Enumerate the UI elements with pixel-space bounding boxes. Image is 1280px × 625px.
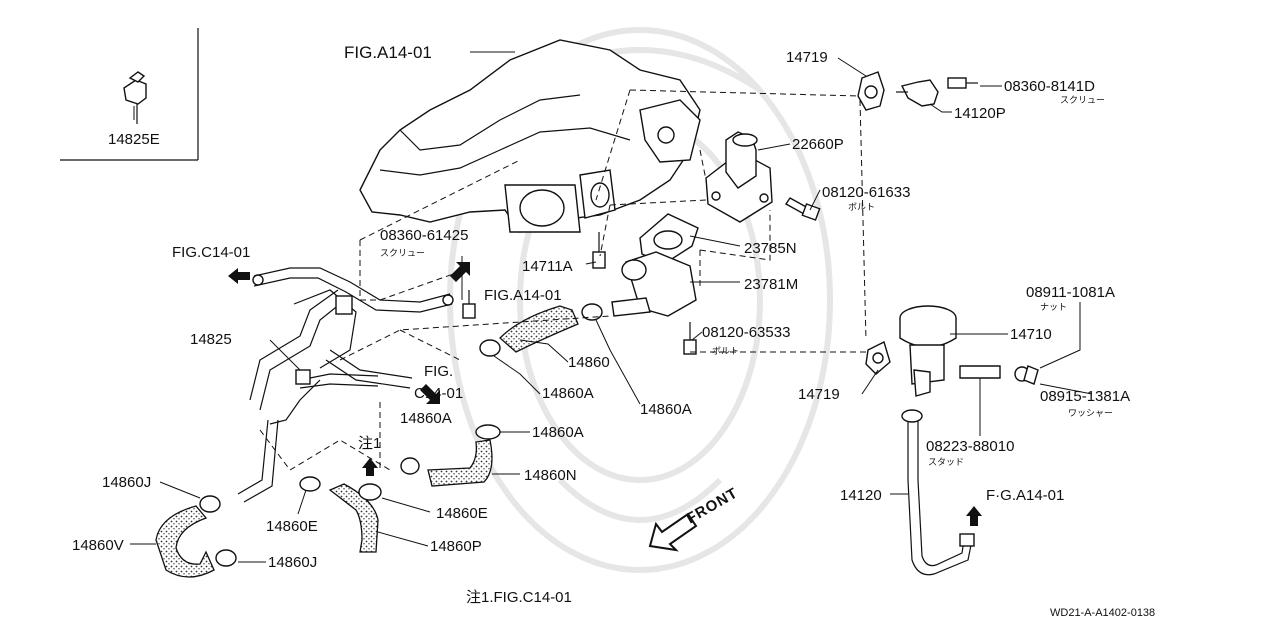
intake-manifold-part [359,39,701,233]
label-14860j-2: 14860J [268,554,317,571]
label-14120: 14120 [840,487,882,504]
arrow-up-icon [362,458,378,476]
label-bolt-jp-mid: ボルト [712,346,739,356]
label-08360-61425: 08360-61425 [380,227,468,244]
label-14719-top: 14719 [786,49,828,66]
gasket-23785n-part [639,213,699,265]
label-23781m: 23781M [744,276,798,293]
label-14860n: 14860N [524,467,577,484]
label-14860e-1: 14860E [436,505,488,522]
pipe-14120p-part [896,77,978,107]
bolt-08120-61633-part [784,197,821,221]
label-14825: 14825 [190,331,232,348]
gasket-14719-mid-part [865,341,891,375]
label-screw-jp-left: スクリュー [380,248,425,258]
label-fig-word: FIG. [424,363,453,380]
clamp-14860a-3-part [475,424,501,440]
arrow-down-right-icon [420,384,440,404]
label-14710: 14710 [1010,326,1052,343]
label-washer-jp: ワッシャー [1068,408,1113,418]
label-08223-88010: 08223-88010 [926,438,1014,455]
label-14860p: 14860P [430,538,482,555]
label-14860e-2: 14860E [266,518,318,535]
hose-14860-part [499,305,579,353]
label-14711a: 14711A [522,258,573,275]
label-c14-01: C14-01 [414,385,463,402]
arrow-up-2-icon [966,506,982,526]
clamp-14860j-2-part [215,549,237,567]
label-08120-61633: 08120-61633 [822,184,910,201]
clamp-14860e-2-part [358,483,382,501]
clamp-14860a-1-part [479,339,501,357]
front-arrow-icon [648,512,698,552]
label-08915-1381a: 08915-1381A [1040,388,1130,405]
label-14860a-3: 14860A [400,410,452,427]
label-fig-a14-01-mid: FIG.A14-01 [484,287,562,304]
label-fig-c14-01-left: FIG.C14-01 [172,244,250,261]
label-14825e: 14825E [108,131,160,148]
stud-08223-88010-part [959,365,1001,379]
dashed-alignment-lines [259,89,867,471]
bolt-08120-63533-part [683,322,697,355]
arrow-left-icon [228,268,250,284]
screw-08360-61425-part [462,290,476,319]
label-08911-1081a: 08911-1081A [1026,284,1115,301]
label-14719-mid: 14719 [798,386,840,403]
label-14860v: 14860V [72,537,124,554]
label-22660p: 22660P [792,136,844,153]
label-08360-8141d: 08360-8141D [1004,78,1095,95]
label-23785n: 23785N [744,240,797,257]
label-14120p: 14120P [954,105,1006,122]
valve-22660p-part [705,131,773,223]
label-08120-63533: 08120-63533 [702,324,790,341]
hose-14860n-part [427,439,493,487]
label-14860-mid: 14860 [568,354,610,371]
pipe-14825-part [237,267,454,503]
arrow-up-right-icon [450,262,470,282]
hose-14860v-part [155,505,215,578]
label-14860j-1: 14860J [102,474,151,491]
housing-23781m-part [611,251,697,317]
label-14860a-1: 14860A [542,385,594,402]
label-screw-jp-top: スクリュー [1060,95,1105,105]
pipe-14120-part [901,409,975,576]
label-note-1: 注1 [358,435,381,452]
clamp-14860j-1-part [199,495,221,513]
label-fig-a14-01-top: FIG.A14-01 [344,43,432,62]
label-diagram-code: WD21-A-A1402-0138 [1050,607,1155,619]
leader-lines [130,51,1093,563]
clamp-14860a-4-part [400,457,420,475]
valve-14710-part [899,305,957,397]
label-footnote: 注1.FIG.C14-01 [466,589,572,606]
hose-14860p-part [328,483,379,553]
label-14860a-4: 14860A [532,424,584,441]
label-nut-jp: ナット [1040,302,1067,312]
bolt-14711a-part [592,232,606,269]
labels: FIG.A14-01 14719 08360-8141D スクリュー 14120… [72,43,1155,619]
gasket-14719-top-part [857,71,885,111]
clamp-14860a-2-part [581,303,603,321]
label-14860a-2: 14860A [640,401,692,418]
clamp-14860e-1-part [299,476,321,492]
clip-14825e-part [123,71,147,124]
label-stud-jp: スタッド [928,457,964,467]
inset-box [60,28,199,161]
label-fg-a14-01: F·G.A14-01 [986,487,1064,504]
label-bolt-jp-top: ボルト [848,202,875,212]
nut-washer-part [1014,365,1039,385]
